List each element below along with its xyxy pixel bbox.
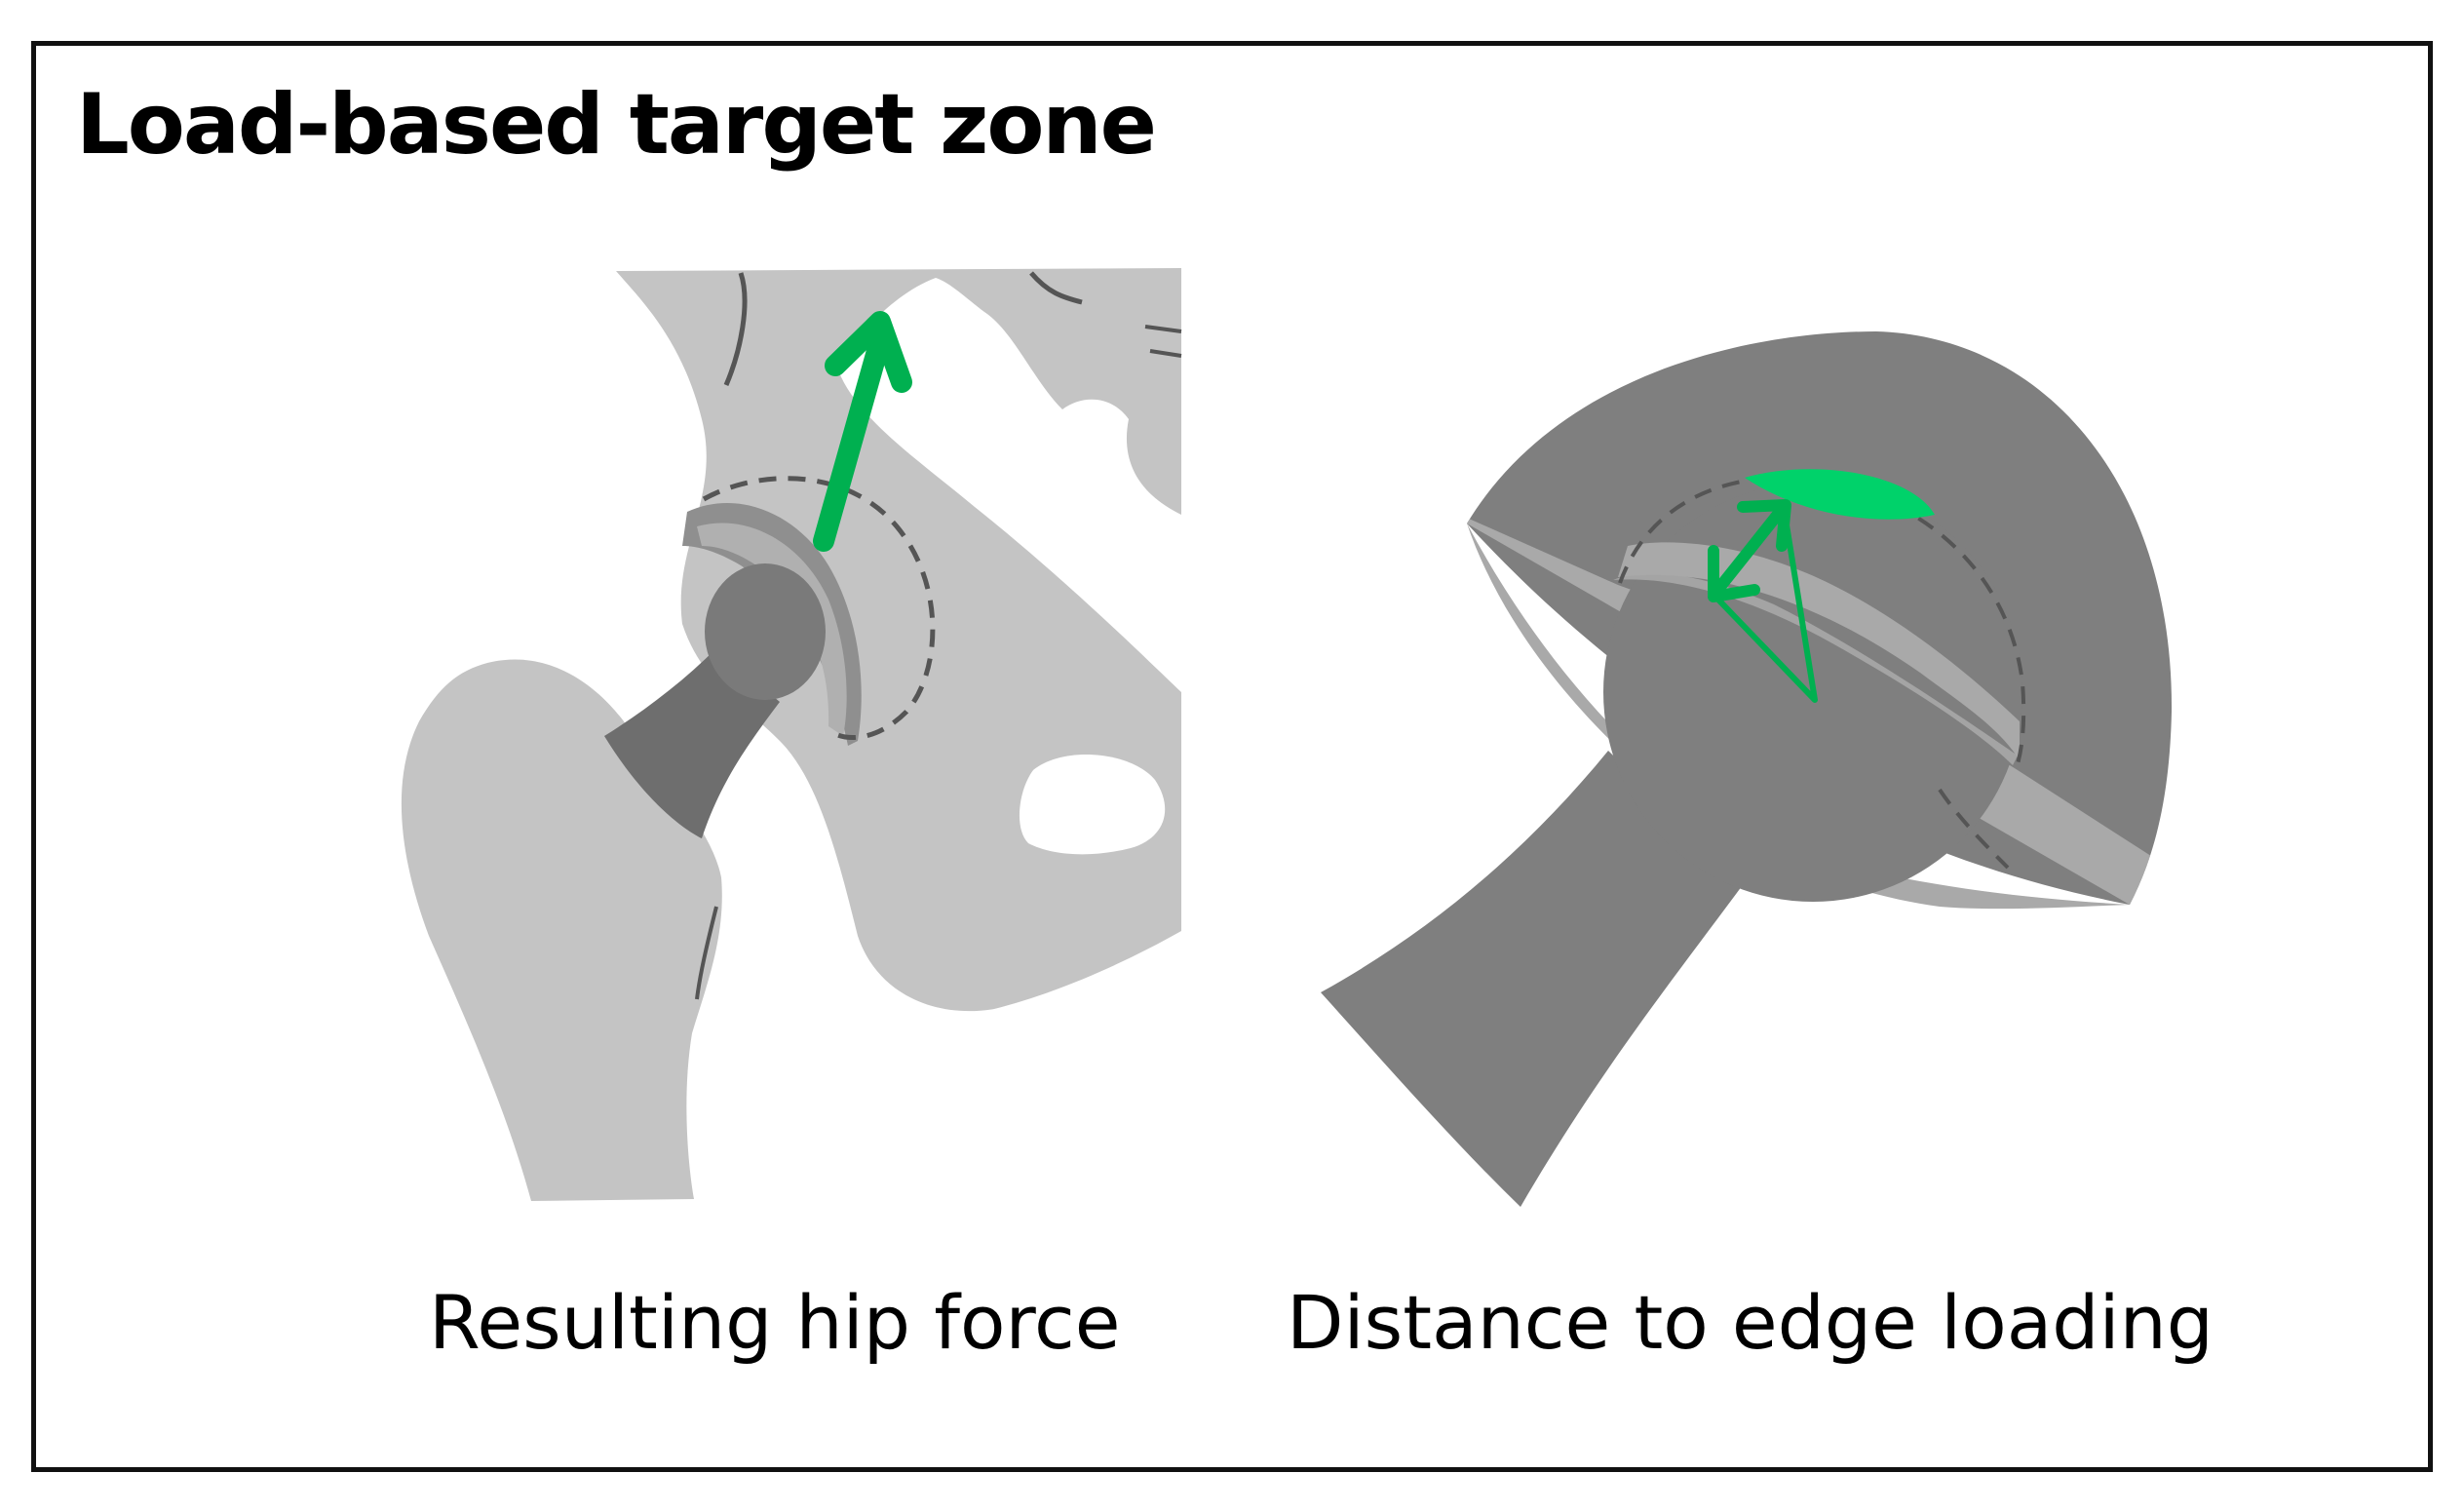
femur-contour-line <box>695 906 718 1000</box>
hip-joint-illustration <box>401 268 1182 1201</box>
acetabular-liner <box>697 523 847 736</box>
femoral-head-implant-illustration <box>1321 331 2173 1207</box>
femoral-head-ball <box>705 563 826 700</box>
implant-stem <box>1321 751 1745 1207</box>
head-dashed-outline <box>1938 788 2010 870</box>
obturator-foramen <box>1019 754 1166 855</box>
pelvis-contour-line <box>1029 271 1083 305</box>
load-target-zone <box>1745 469 1935 520</box>
figure-title: Load-based target zone <box>76 76 1157 174</box>
cup-shell-rim <box>1467 523 2130 910</box>
femur-bone <box>401 659 722 1201</box>
caption-distance-to-edge-loading: Distance to edge loading <box>1287 1279 2214 1366</box>
force-arrow-icon <box>813 311 912 552</box>
femoral-stem-neck <box>604 648 780 838</box>
pelvis-contour-line <box>1144 325 1182 358</box>
distance-arrow-icon <box>1708 499 1818 703</box>
acetabular-cup <box>682 503 862 746</box>
head-liner-band <box>1618 542 2020 760</box>
acetabulum-dashed-outline <box>702 476 936 740</box>
pelvis-contour-line <box>723 272 748 386</box>
caption-resulting-hip-force: Resulting hip force <box>429 1279 1121 1366</box>
